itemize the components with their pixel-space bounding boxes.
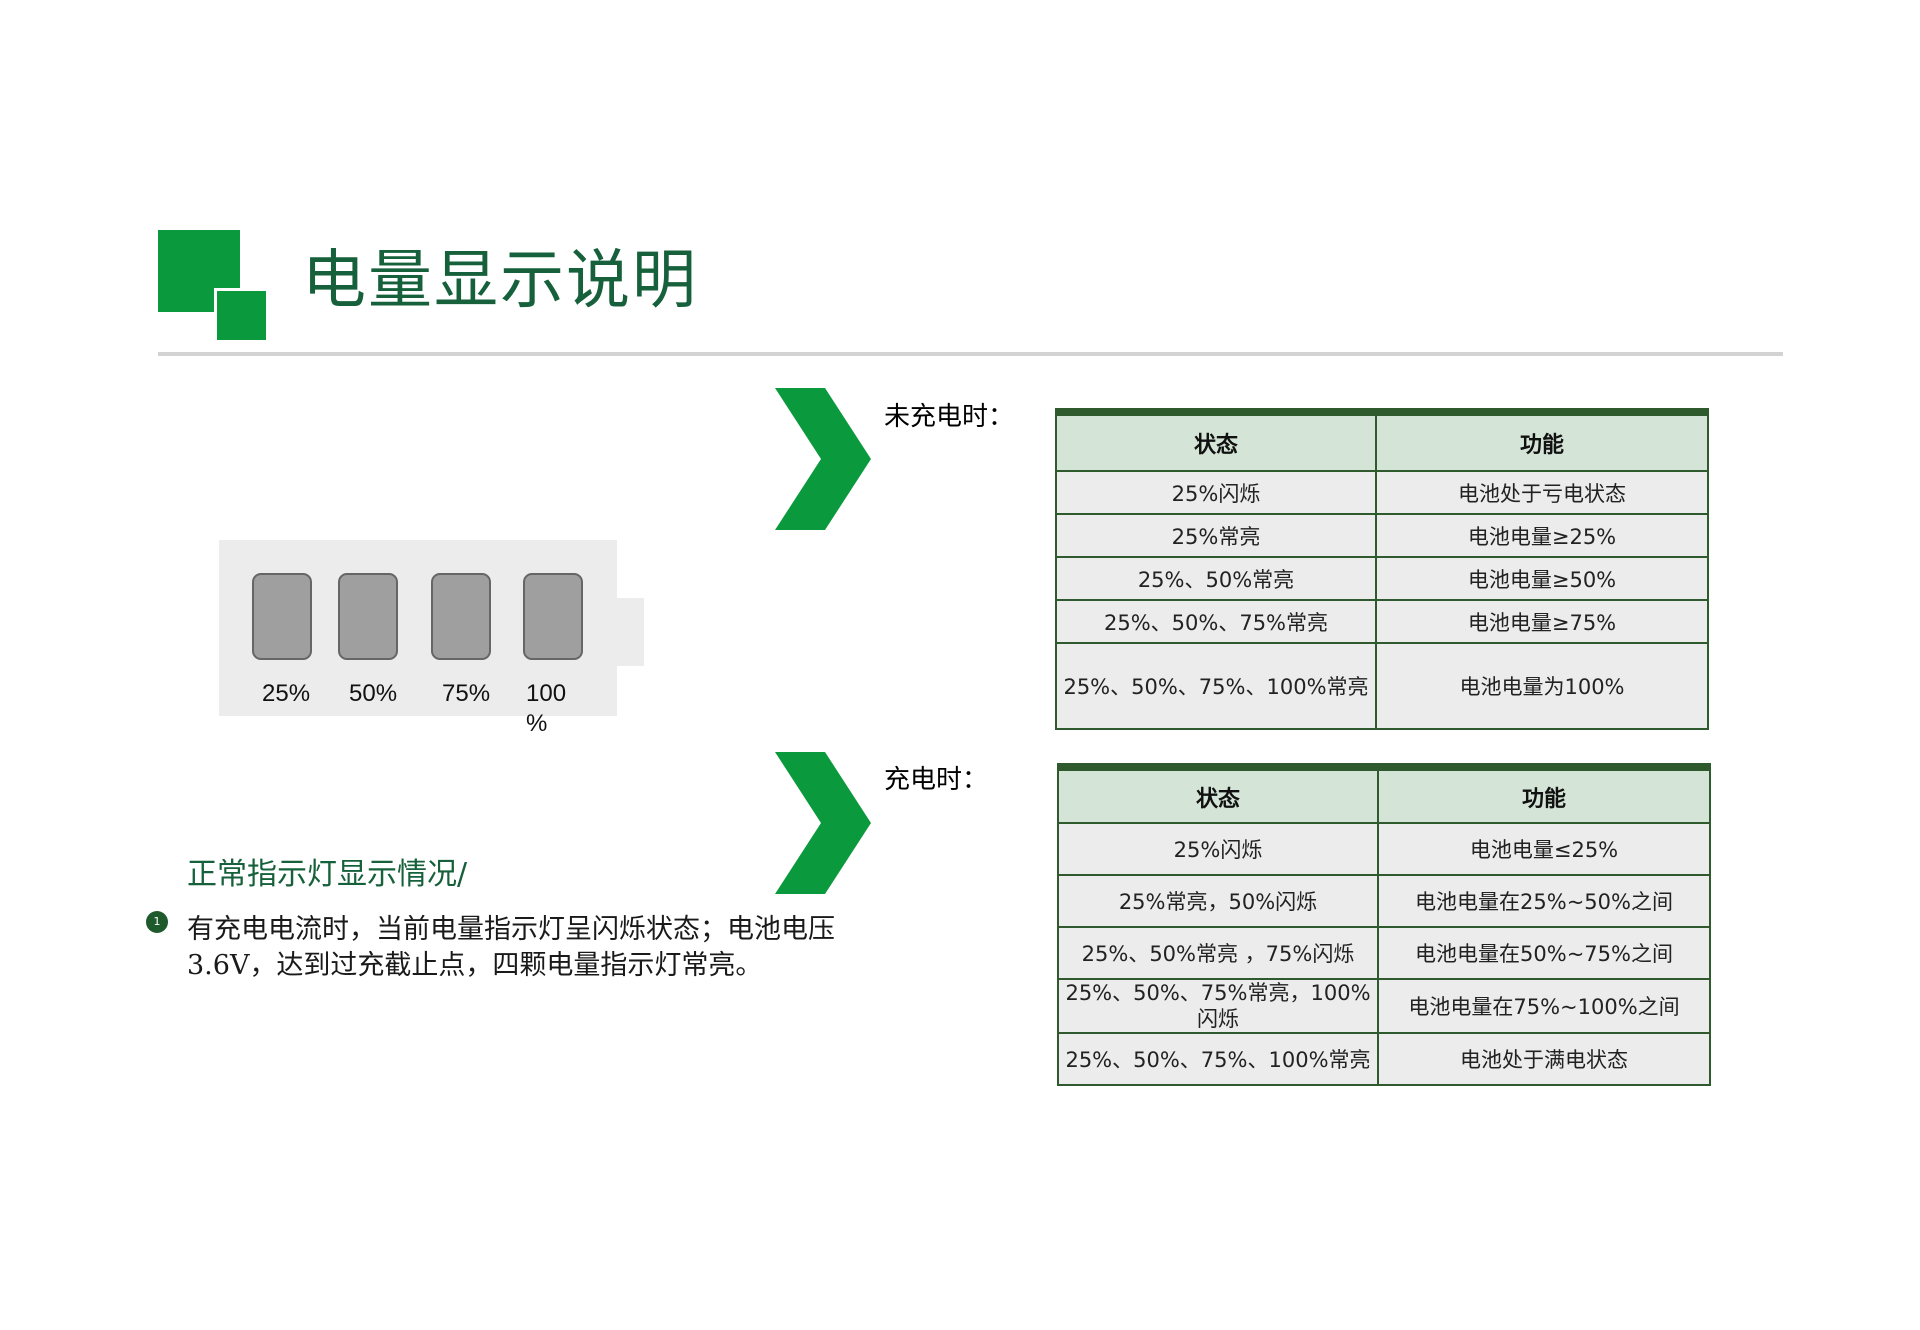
bullet-text: 有充电电流时，当前电量指示灯呈闪烁状态；电池电压3.6V，达到过充截止点，四颗电… <box>187 914 835 981</box>
charging-label: 充电时： <box>884 765 989 795</box>
battery-cell-label: 100 % <box>526 680 567 737</box>
table-row: 25%、50%、75%、100%常亮 电池处于满电状态 <box>1057 1032 1711 1086</box>
battery-terminal <box>617 598 644 666</box>
table-row: 25%、50%、75%、100%常亮 电池电量为100% <box>1055 642 1709 730</box>
table-row: 25%、50%、75%常亮 电池电量≥75% <box>1055 599 1709 644</box>
charging-table: 状态 功能 25%闪烁 电池电量≤25% 25%常亮，50%闪烁 电池电量在25… <box>1057 763 1711 1086</box>
battery-cell-25 <box>252 573 312 660</box>
battery-cell-label: 25% <box>262 680 311 707</box>
table-cell-state: 25%常亮 <box>1055 513 1377 558</box>
table-cell-function: 电池处于满电状态 <box>1377 1032 1711 1086</box>
table-row: 25%常亮 电池电量≥25% <box>1055 513 1709 558</box>
table-row: 25%、50%常亮 电池电量≥50% <box>1055 556 1709 601</box>
table-cell-function: 电池电量≤25% <box>1377 822 1711 876</box>
table-header-state: 状态 <box>1057 769 1379 824</box>
table-cell-function: 电池电量≥25% <box>1375 513 1709 558</box>
chevron-right-icon <box>775 388 871 530</box>
table-cell-state: 25%、50%常亮 ，75%闪烁 <box>1057 926 1379 980</box>
table-header-function: 功能 <box>1375 414 1709 472</box>
battery-cell-75 <box>431 573 491 660</box>
bullet-number-badge: 1 <box>146 911 168 933</box>
table-cell-function: 电池电量为100% <box>1375 642 1709 730</box>
table-row: 25%常亮，50%闪烁 电池电量在25%~50%之间 <box>1057 874 1711 928</box>
table-cell-state: 25%、50%、75%、100%常亮 <box>1057 1032 1379 1086</box>
table-cell-state: 25%、50%常亮 <box>1055 556 1377 601</box>
table-cell-state: 25%闪烁 <box>1057 822 1379 876</box>
table-cell-state: 25%、50%、75%常亮，100%闪烁 <box>1057 978 1379 1034</box>
table-row: 25%闪烁 电池电量≤25% <box>1057 822 1711 876</box>
battery-cell-100 <box>523 573 583 660</box>
table-cell-function: 电池电量在75%~100%之间 <box>1377 978 1711 1034</box>
not-charging-table: 状态 功能 25%闪烁 电池处于亏电状态 25%常亮 电池电量≥25% 25%、… <box>1055 408 1709 730</box>
table-row: 25%、50%常亮 ，75%闪烁 电池电量在50%~75%之间 <box>1057 926 1711 980</box>
table-cell-function: 电池电量在50%~75%之间 <box>1377 926 1711 980</box>
battery-cell-label: 50% <box>349 680 398 707</box>
table-cell-state: 25%常亮，50%闪烁 <box>1057 874 1379 928</box>
page-title: 电量显示说明 <box>302 244 698 318</box>
title-divider <box>158 352 1783 356</box>
table-row: 25%闪烁 电池处于亏电状态 <box>1055 470 1709 515</box>
logo-square-small <box>214 288 266 340</box>
battery-cell-50 <box>338 573 398 660</box>
indicator-heading: 正常指示灯显示情况/ <box>187 857 468 892</box>
not-charging-label: 未充电时： <box>884 402 1015 432</box>
battery-cell-label: 75% <box>442 680 491 707</box>
table-cell-function: 电池电量≥50% <box>1375 556 1709 601</box>
table-cell-state: 25%闪烁 <box>1055 470 1377 515</box>
table-cell-function: 电池处于亏电状态 <box>1375 470 1709 515</box>
table-cell-function: 电池电量在25%~50%之间 <box>1377 874 1711 928</box>
table-header-function: 功能 <box>1377 769 1711 824</box>
chevron-right-icon <box>775 752 871 894</box>
table-cell-function: 电池电量≥75% <box>1375 599 1709 644</box>
table-cell-state: 25%、50%、75%、100%常亮 <box>1055 642 1377 730</box>
table-cell-state: 25%、50%、75%常亮 <box>1055 599 1377 644</box>
table-header-state: 状态 <box>1055 414 1377 472</box>
table-row: 25%、50%、75%常亮，100%闪烁 电池电量在75%~100%之间 <box>1057 978 1711 1034</box>
